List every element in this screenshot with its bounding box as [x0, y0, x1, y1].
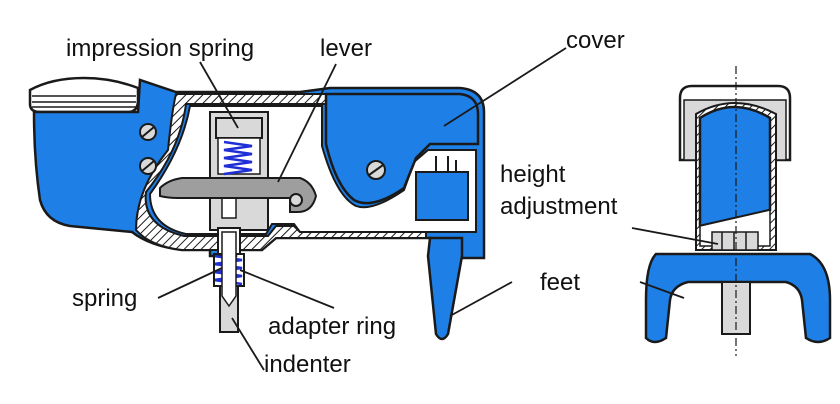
label-spring: spring	[72, 285, 138, 312]
label-height: height	[500, 161, 566, 188]
side-section-view	[28, 76, 486, 341]
leader-lines	[157, 47, 719, 371]
indenter-needle	[219, 231, 239, 333]
label-adjustment: adjustment	[500, 193, 618, 220]
label-indenter: indenter	[264, 351, 351, 378]
leader-cover	[443, 47, 567, 127]
cover-flap	[324, 92, 480, 205]
height-adjust-block	[415, 156, 469, 221]
screw-lower	[139, 157, 157, 175]
leader-indenter	[231, 317, 265, 371]
leader-height-adjustment	[631, 227, 719, 245]
leader-feet-left	[449, 281, 513, 317]
leader-impression-spring	[199, 61, 239, 129]
foot-point	[426, 236, 464, 341]
leader-spring	[157, 267, 223, 299]
label-feet: feet	[540, 269, 581, 296]
front-feet	[644, 252, 832, 344]
label-cover: cover	[566, 27, 625, 54]
leader-adapter-ring	[239, 269, 335, 309]
leader-lever	[277, 63, 337, 183]
dial-cap	[28, 76, 140, 114]
hatched-wall	[134, 93, 427, 251]
label-impression-spring: impression spring	[66, 35, 255, 62]
screw-cover	[366, 160, 386, 180]
front-body	[698, 105, 772, 228]
impression-spring-coil	[223, 140, 253, 176]
lever-arm	[159, 177, 318, 213]
front-adjust-block	[711, 231, 759, 251]
leader-feet-right	[639, 281, 685, 299]
label-adapter-ring: adapter ring	[268, 313, 397, 340]
front-view	[644, 66, 832, 356]
label-lever: lever	[320, 35, 373, 62]
screw-upper	[139, 123, 157, 141]
